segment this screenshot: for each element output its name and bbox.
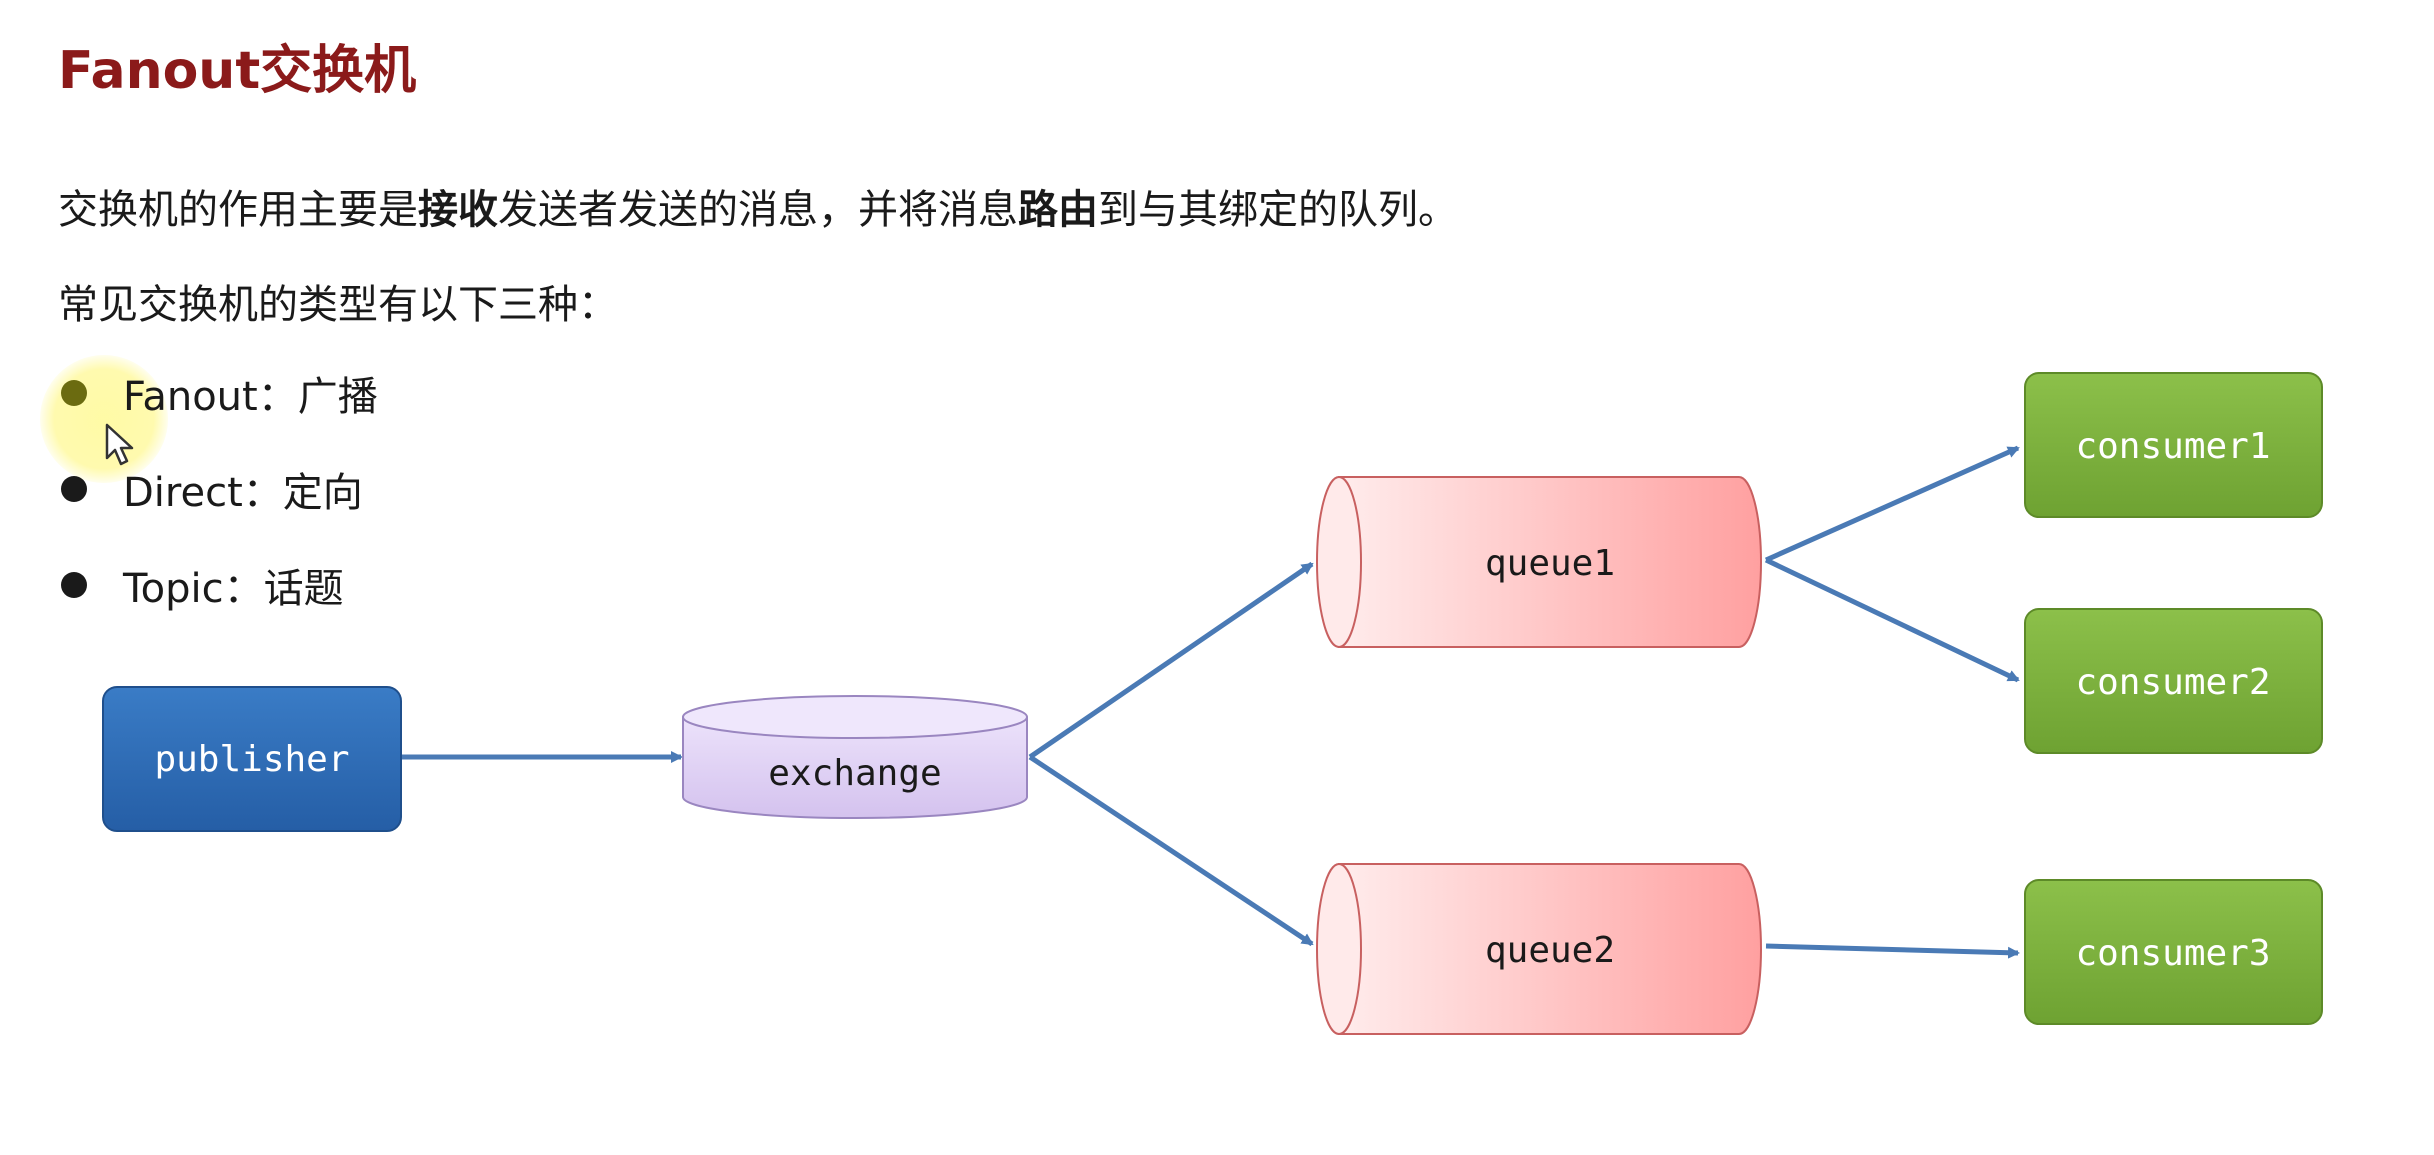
publisher-label: publisher (154, 739, 349, 780)
intro-part-3: 到与其绑定的队列。 (1098, 187, 1458, 233)
arrow-exchange-queue1 (1028, 561, 1314, 760)
consumer2-label: consumer2 (2075, 662, 2270, 703)
bullet-dot-icon (61, 476, 87, 502)
queue2-label: queue2 (1485, 930, 1615, 971)
bullet-dot-icon (61, 380, 87, 406)
exchange-node: exchange (682, 695, 1028, 819)
list-item-label: Topic：话题 (123, 566, 344, 612)
intro-bold-receive: 接收 (418, 187, 498, 233)
connector-arrows (402, 445, 2020, 959)
intro-text: 交换机的作用主要是接收发送者发送的消息，并将消息路由到与其绑定的队列。 (58, 177, 1458, 235)
intro-part-2: 发送者发送的消息，并将消息 (498, 187, 1018, 233)
exchange-label: exchange (768, 753, 941, 794)
list-item-label: Direct：定向 (123, 470, 363, 516)
arrow-queue1-consumer1 (1764, 445, 2020, 563)
consumer1-node: consumer1 (2024, 372, 2323, 518)
consumer3-label: consumer3 (2075, 933, 2270, 974)
bullet-dot-icon (61, 572, 87, 598)
consumer1-label: consumer1 (2075, 426, 2270, 467)
queue1-label: queue1 (1485, 543, 1615, 584)
mouse-pointer-icon (105, 423, 134, 466)
consumer3-node: consumer3 (2024, 879, 2323, 1025)
cursor-highlight (40, 355, 168, 483)
queue1-node: queue1 (1316, 476, 1762, 648)
slide-title: Fanout交换机 (58, 41, 417, 101)
arrow-queue1-consumer2 (1764, 557, 2020, 683)
arrow-queue2-consumer3 (1765, 943, 2020, 959)
consumer2-node: consumer2 (2024, 608, 2323, 754)
intro-bold-route: 路由 (1018, 187, 1098, 233)
intro-part-1: 交换机的作用主要是 (58, 187, 418, 233)
queue2-node: queue2 (1316, 863, 1762, 1035)
types-heading: 常见交换机的类型有以下三种： (58, 282, 618, 328)
list-item-label: Fanout：广播 (123, 374, 378, 420)
publisher-node: publisher (102, 686, 402, 832)
arrow-exchange-queue2 (1028, 754, 1314, 947)
